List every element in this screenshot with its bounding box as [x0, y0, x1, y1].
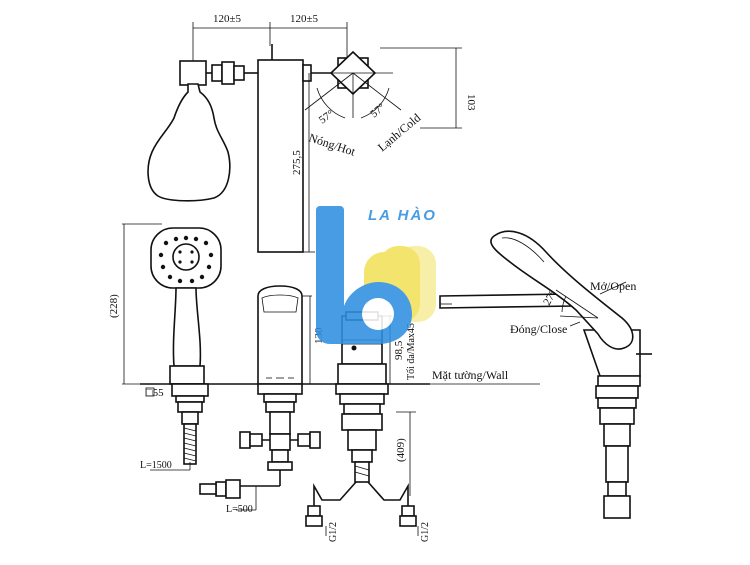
- dim-pipe-length: L=500: [226, 504, 253, 515]
- dim-max-thickness: Tối đa/Max45: [406, 323, 417, 380]
- dim-height-spout: 275,5: [291, 150, 303, 175]
- logo-text: LA HÀO: [368, 207, 437, 224]
- hose-left: [183, 423, 197, 465]
- thread-left: G1/2: [328, 522, 339, 542]
- dim-square: □55: [146, 387, 164, 399]
- dim-width-left: 120±5: [213, 13, 242, 25]
- label-close: Đóng/Close: [510, 322, 567, 336]
- dim-under-length: (409): [395, 438, 407, 462]
- label-wall: Mặt tường/Wall: [432, 368, 509, 382]
- label-cold: Lạnh/Cold: [375, 111, 423, 155]
- side-view: 27° Mở/Open Đóng/Close: [439, 230, 652, 519]
- label-open: Mở/Open: [590, 279, 636, 293]
- angle-hot: 57°: [317, 108, 337, 127]
- front-view: (228) □55: [108, 223, 540, 542]
- dim-height-top: 103: [465, 94, 477, 111]
- label-hot: Nóng/Hot: [307, 131, 358, 159]
- angle-cold: 57°: [368, 101, 388, 120]
- dim-hose-length: L=1500: [140, 460, 172, 471]
- thread-right: G1/2: [420, 522, 431, 542]
- logo-watermark: LA HÀO: [316, 206, 437, 344]
- spray-nozzles: [158, 235, 214, 284]
- dim-valve-height: 98,5: [393, 340, 405, 360]
- dim-width-right: 120±5: [290, 13, 319, 25]
- dim-handshower-length: (228): [108, 294, 120, 318]
